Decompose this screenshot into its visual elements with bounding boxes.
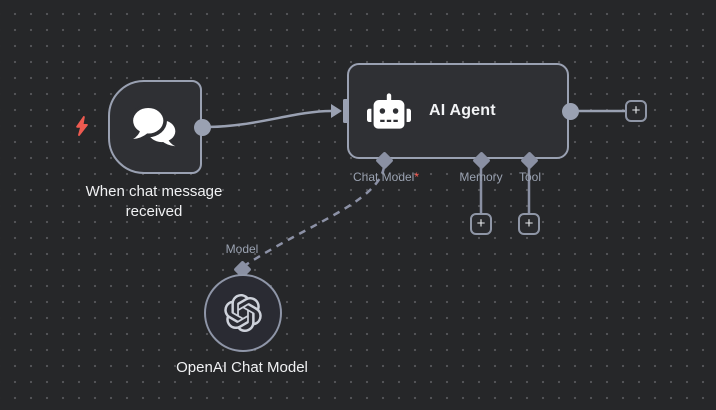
port-label-chat-model: Chat Model*	[353, 170, 419, 184]
connection-trigger-to-agent[interactable]	[205, 109, 332, 129]
port-label-chat-model-text: Chat Model	[352, 170, 415, 184]
node-openai-chat-model[interactable]	[204, 274, 282, 352]
add-tool-button[interactable]: +	[518, 213, 540, 235]
trigger-bolt-icon	[76, 116, 88, 136]
port-label-memory: Memory	[459, 170, 503, 184]
required-asterisk: *	[414, 170, 420, 184]
openai-node-label: OpenAI Chat Model	[176, 359, 308, 376]
port-label-model: Model	[225, 242, 259, 256]
robot-icon	[367, 93, 411, 129]
port-label-tool: Tool	[518, 170, 542, 184]
node-ai-agent[interactable]: AI Agent	[347, 63, 569, 159]
agent-output-endpoint[interactable]	[562, 103, 579, 120]
openai-icon	[224, 294, 262, 332]
node-chat-trigger[interactable]	[108, 80, 202, 174]
trigger-node-label: When chat message received	[85, 183, 223, 220]
connection-arrowhead	[331, 104, 342, 118]
add-memory-button[interactable]: +	[470, 213, 492, 235]
chat-bubbles-icon	[130, 104, 176, 147]
trigger-output-endpoint[interactable]	[194, 119, 211, 136]
add-next-node-button[interactable]: +	[625, 100, 647, 122]
agent-node-title: AI Agent	[429, 102, 496, 119]
